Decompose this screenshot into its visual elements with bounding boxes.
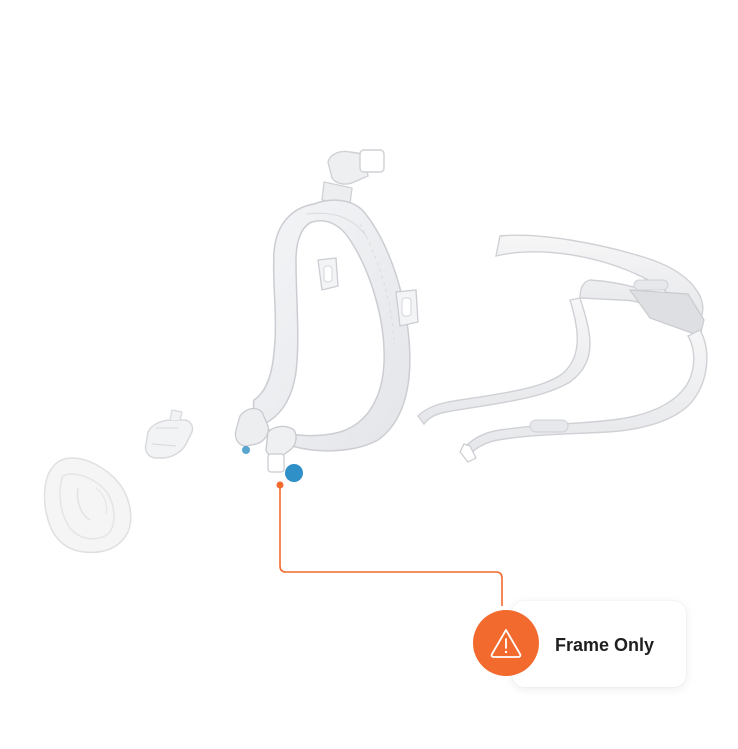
mask-cushion-icon	[43, 457, 132, 554]
callout-label: Frame Only	[555, 635, 655, 655]
headgear-straps-icon	[417, 234, 708, 463]
callout-connector	[276, 464, 503, 606]
elbow-connector-icon	[144, 409, 194, 459]
callout-card	[512, 601, 686, 687]
mask-frame-icon	[234, 149, 419, 473]
warning-triangle-icon	[490, 629, 522, 658]
warning-badge	[473, 610, 539, 676]
